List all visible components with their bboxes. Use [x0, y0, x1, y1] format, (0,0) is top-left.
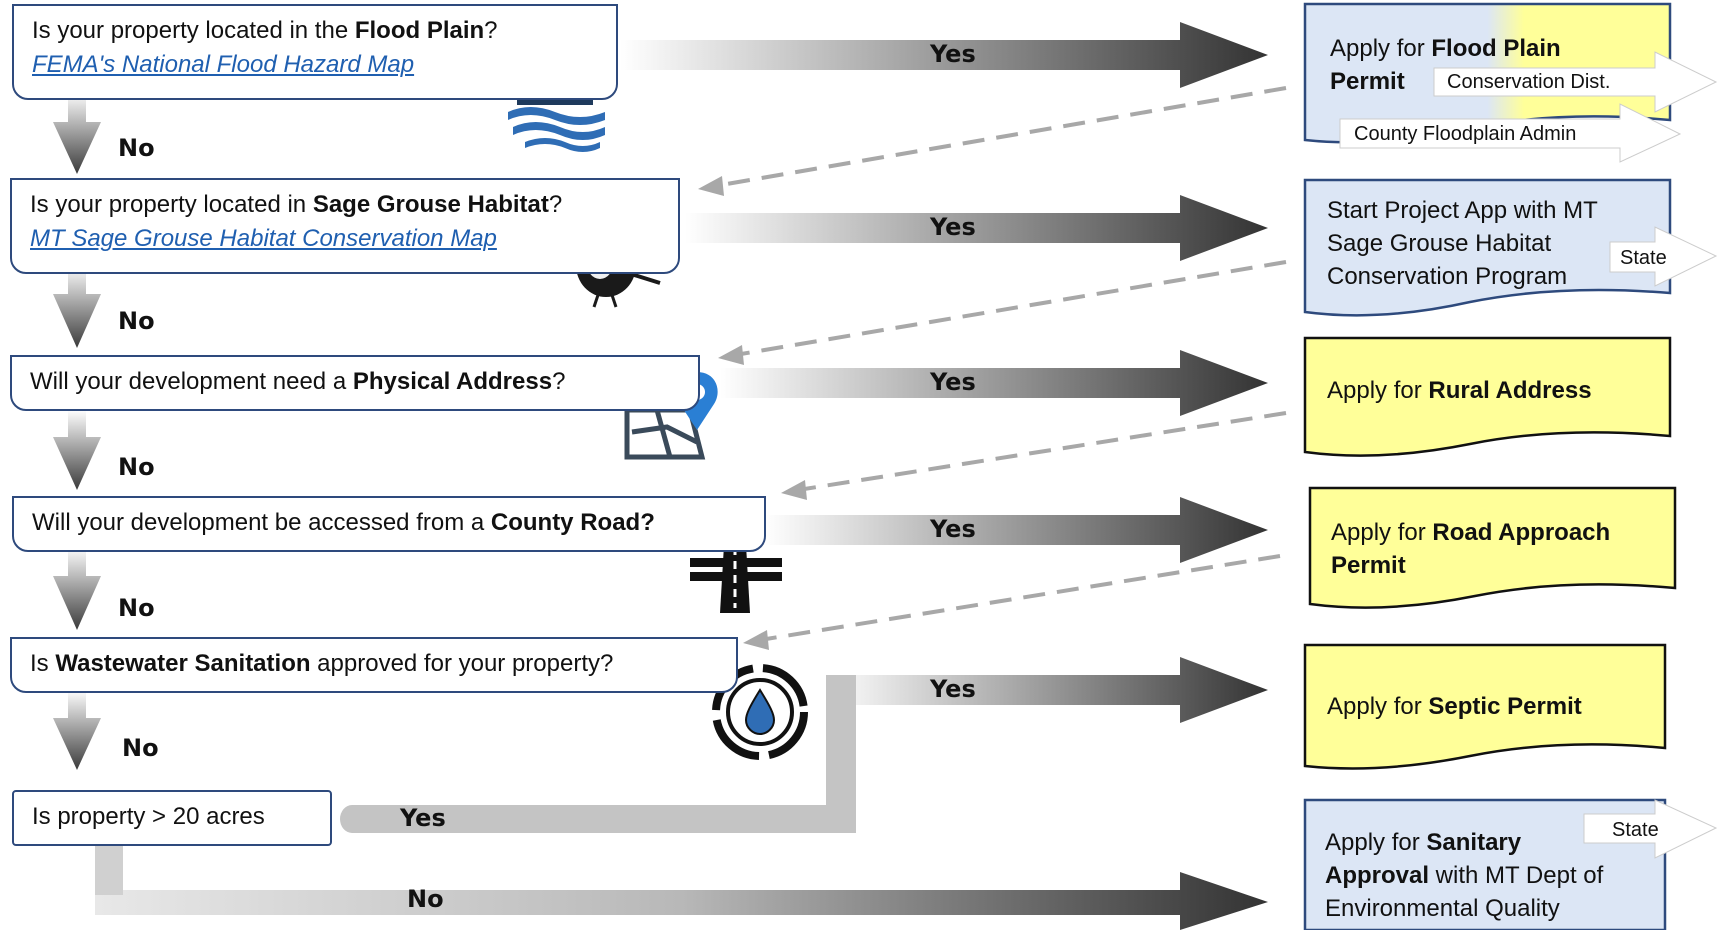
yes-label-acres: Yes: [400, 804, 446, 832]
no-arrow-2: [53, 265, 101, 348]
question-wastewater-bold: Wastewater Sanitation: [55, 650, 311, 677]
tag-conservation-dist: Conservation Dist.: [1447, 71, 1611, 93]
question-road-pre: Will your development be accessed from a: [32, 509, 491, 536]
yes-label-septic: Yes: [930, 675, 976, 703]
fema-map-link[interactable]: FEMA's National Flood Hazard Map: [32, 51, 415, 78]
question-flood-pre: Is your property located in the: [32, 17, 355, 44]
no-label-1: No: [118, 134, 155, 162]
no-arrow-5: [53, 690, 101, 770]
question-address-pre: Will your development need a: [30, 368, 353, 395]
result-address-text: Apply for Rural Address: [1327, 374, 1657, 407]
yes-arrow-grouse: [685, 195, 1268, 261]
tag-state-sanitary: State: [1612, 819, 1659, 841]
yes-arrow-address: [720, 350, 1268, 416]
question-flood-post: ?: [484, 17, 498, 44]
result-sanitary-bold1: Sanitary: [1426, 829, 1522, 856]
yes-label-flood: Yes: [930, 40, 976, 68]
tag-arrow-floodplain-admin: [1339, 103, 1682, 163]
result-road-pre: Apply for: [1331, 519, 1433, 546]
question-flood-plain: Is your property located in the Flood Pl…: [12, 4, 618, 100]
question-grouse-bold: Sage Grouse Habitat: [312, 191, 549, 218]
result-flood-pre: Apply for: [1330, 35, 1432, 62]
no-label-4: No: [118, 594, 155, 622]
result-box-address: [1303, 336, 1672, 457]
result-sanitary-bold2: Approval: [1325, 862, 1430, 889]
result-road-bold1: Road Approach: [1432, 519, 1611, 546]
question-address-bold: Physical Address: [352, 368, 553, 395]
result-address-bold: Rural Address: [1428, 377, 1592, 404]
result-septic-pre: Apply for: [1327, 693, 1429, 720]
yes-arrow-road: [765, 497, 1268, 563]
result-flood-bold: Flood Plain Permit: [1330, 35, 1561, 95]
no-label-3: No: [118, 453, 155, 481]
no-label-2: No: [118, 307, 155, 335]
question-grouse-pre: Is your property located in: [30, 191, 313, 218]
no-label-acres: No: [407, 885, 444, 913]
tag-arrow-state-sanitary: [1583, 799, 1718, 859]
question-wastewater: Is Wastewater Sanitation approved for yo…: [10, 637, 738, 693]
result-grouse-line2: Sage Grouse Habitat: [1327, 230, 1552, 257]
tag-county-floodplain-admin: County Floodplain Admin: [1354, 123, 1577, 145]
yes-arrow-acres: [340, 675, 856, 833]
question-flood-bold: Flood Plain: [354, 17, 485, 44]
no-arrow-4: [53, 547, 101, 630]
result-box-septic: [1303, 643, 1667, 770]
tag-arrow-state-grouse: [1609, 226, 1718, 287]
water-recycle-icon: [712, 664, 808, 760]
result-septic-bold: Septic Permit: [1428, 693, 1582, 720]
question-county-road: Will your development be accessed from a…: [12, 496, 766, 552]
result-septic-text: Apply for Septic Permit: [1327, 690, 1657, 723]
result-grouse-line1: Start Project App with MT: [1327, 197, 1598, 224]
yes-arrow-flood: [620, 22, 1268, 88]
no-arrow-3: [53, 410, 101, 490]
result-road-bold2: Permit: [1331, 552, 1406, 579]
result-road-text: Apply for Road Approach Permit: [1331, 516, 1671, 582]
result-box-grouse: [1303, 178, 1672, 317]
tag-arrow-conservation: [1433, 51, 1718, 113]
question-acres: Is property > 20 acres: [12, 790, 332, 846]
question-physical-address: Will your development need a Physical Ad…: [10, 355, 700, 411]
result-sanitary-line3: Environmental Quality: [1325, 895, 1560, 922]
dashed-return-arrows: [714, 86, 1287, 642]
yes-arrow-septic: [826, 657, 1268, 723]
result-sanitary-post2: with MT Dept of: [1429, 862, 1604, 889]
question-sage-grouse: Is your property located in Sage Grouse …: [10, 178, 680, 274]
result-box-road: [1308, 486, 1677, 609]
yes-label-road: Yes: [930, 515, 976, 543]
question-grouse-post: ?: [548, 191, 563, 218]
question-wastewater-post: approved for your property?: [310, 650, 614, 677]
yes-label-address: Yes: [930, 368, 976, 396]
result-box-sanitary: [1303, 798, 1667, 930]
question-address-post: ?: [552, 368, 566, 395]
result-address-pre: Apply for: [1327, 377, 1429, 404]
result-grouse-line3: Conservation Program: [1327, 263, 1568, 290]
dashed-arrowheads: [698, 176, 807, 650]
question-road-bold: County Road?: [490, 509, 655, 536]
yes-label-grouse: Yes: [930, 213, 976, 241]
result-sanitary-pre: Apply for: [1325, 829, 1427, 856]
result-grouse-text: Start Project App with MT Sage Grouse Ha…: [1327, 194, 1657, 293]
no-arrow-1: [53, 92, 101, 174]
no-arrow-acres: [95, 845, 1268, 930]
result-sanitary-text: Apply for Sanitary Approval with MT Dept…: [1325, 826, 1655, 925]
result-flood-text: Apply for Flood Plain Permit: [1330, 32, 1630, 98]
sage-grouse-map-link[interactable]: MT Sage Grouse Habitat Conservation Map: [30, 225, 497, 252]
question-wastewater-pre: Is: [30, 650, 56, 677]
no-label-5: No: [122, 734, 159, 762]
question-acres-text: Is property > 20 acres: [32, 803, 265, 830]
tag-state-grouse: State: [1620, 247, 1667, 269]
